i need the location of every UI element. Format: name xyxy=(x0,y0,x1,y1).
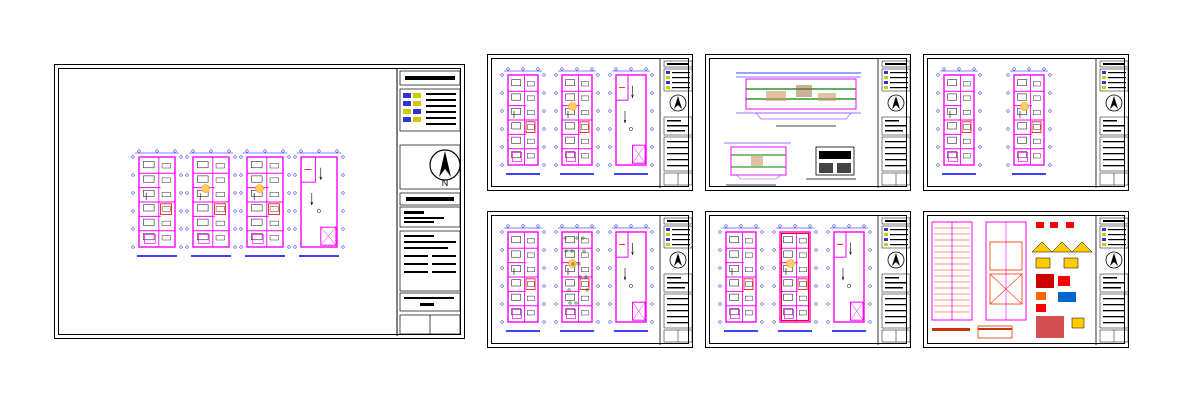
sheet-7-details xyxy=(931,216,1129,345)
main-sheet-drawing xyxy=(396,69,461,336)
floor-plan xyxy=(500,67,546,175)
sheet-3-elevations xyxy=(724,59,911,188)
title-block xyxy=(659,216,693,345)
facade-bottom xyxy=(806,146,856,180)
floor-plan xyxy=(608,224,654,332)
north-arrow-icon xyxy=(887,251,905,269)
sheet-7[interactable] xyxy=(923,211,1129,348)
floor-plan xyxy=(936,67,982,175)
floor-plan xyxy=(293,149,345,257)
compass-label: N xyxy=(442,178,449,187)
title-block xyxy=(1095,216,1129,345)
main-sheet-border xyxy=(58,68,461,335)
floor-plan xyxy=(500,224,546,332)
sheet-4-plans xyxy=(936,59,1129,188)
sheet-5[interactable] xyxy=(487,211,693,348)
north-arrow-icon xyxy=(1105,251,1123,269)
north-arrow-icon xyxy=(887,94,905,112)
north-arrow-icon xyxy=(669,94,687,112)
floor-plan xyxy=(239,149,291,257)
north-arrow-icon xyxy=(1105,94,1123,112)
foundation-plan-1 xyxy=(931,221,973,321)
main-sheet[interactable]: N xyxy=(54,64,465,339)
floor-plan xyxy=(185,149,237,257)
section-bottom xyxy=(724,142,791,186)
compass-icon: N xyxy=(429,149,461,187)
floor-plan xyxy=(772,224,818,332)
sheet-4[interactable] xyxy=(923,54,1129,191)
elevation-top xyxy=(736,72,861,127)
floor-plan xyxy=(554,224,600,332)
title-block xyxy=(399,70,461,335)
sheet-2[interactable] xyxy=(487,54,693,191)
floor-plan xyxy=(718,224,764,332)
north-arrow-icon xyxy=(669,251,687,269)
floor-plan xyxy=(554,67,600,175)
floor-plan xyxy=(1006,67,1052,175)
main-floor-plans xyxy=(131,149,345,257)
floor-plan xyxy=(608,67,654,175)
sheet-2-plans xyxy=(500,59,693,188)
floor-plan xyxy=(131,149,183,257)
title-block xyxy=(877,216,911,345)
title-block xyxy=(877,59,911,188)
floor-plan xyxy=(826,224,872,332)
title-block xyxy=(1095,59,1129,188)
sheet-6[interactable] xyxy=(705,211,911,348)
structural-details-grid xyxy=(932,222,1093,339)
title-block xyxy=(659,59,693,188)
sheet-6-plans xyxy=(718,216,911,345)
foundation-plan-2 xyxy=(985,221,1027,321)
sheet-3[interactable] xyxy=(705,54,911,191)
sheet-5-plans xyxy=(500,216,693,345)
